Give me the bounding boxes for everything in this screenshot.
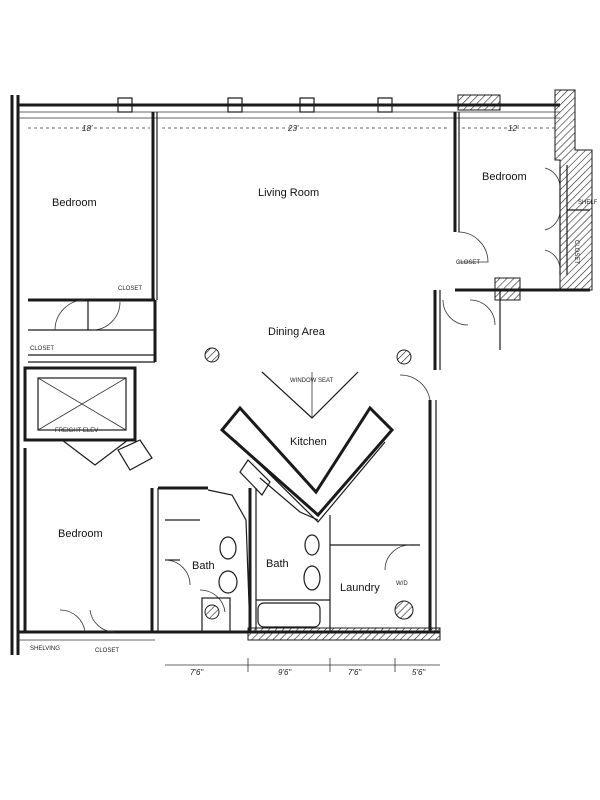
- closet-left-label: CLOSET: [30, 346, 54, 352]
- bath-right-label: Bath: [266, 558, 289, 570]
- dim-bottom-1: 7'6": [190, 668, 204, 677]
- living-room-label: Living Room: [258, 187, 319, 199]
- bedroom-bottom-left-label: Bedroom: [58, 528, 103, 540]
- bedroom-top-left-label: Bedroom: [52, 197, 97, 209]
- sink-icon: [303, 565, 321, 591]
- closet-left-2-label: CLOSET: [118, 286, 142, 292]
- toilet-icon: [304, 534, 320, 556]
- door-swings: [54, 167, 561, 633]
- dim-bottom-2: 9'6": [278, 668, 292, 677]
- dimension-lines: [28, 127, 555, 672]
- washer-dryer-label: W/D: [396, 581, 408, 587]
- bath-left-label: Bath: [192, 560, 215, 572]
- laundry-label: Laundry: [340, 582, 380, 594]
- dim-bottom-4: 5'6": [412, 668, 426, 677]
- bottom-note-2: CLOSET: [95, 648, 119, 654]
- sink-icon: [218, 570, 238, 594]
- bathtub-icon: [257, 602, 321, 628]
- dining-area-label: Dining Area: [268, 326, 326, 338]
- fixtures: [117, 97, 414, 633]
- toilet-icon: [219, 536, 237, 560]
- kitchen-label: Kitchen: [290, 436, 327, 448]
- washer-icon: [394, 600, 414, 620]
- bottom-note-1: SHELVING: [30, 646, 60, 652]
- closet-right-2-label: CLOSET: [573, 240, 579, 264]
- freight-elev-label: FREIGHT ELEV: [55, 428, 98, 434]
- interior-walls: [23, 112, 590, 633]
- window-seat-label: WINDOW SEAT: [290, 378, 334, 384]
- dim-top-right: 12': [508, 124, 519, 133]
- column-icon: [204, 347, 220, 363]
- closet-right-label: CLOSET: [456, 260, 480, 266]
- right-structural-wall: [247, 89, 593, 641]
- bedroom-right-label: Bedroom: [482, 171, 527, 183]
- column-icon: [396, 349, 412, 365]
- dim-top-left: 18': [82, 124, 93, 133]
- shelf-label: SHELF: [578, 200, 598, 206]
- dim-bottom-3: 7'6": [348, 668, 362, 677]
- dim-top-center: 23': [287, 124, 299, 133]
